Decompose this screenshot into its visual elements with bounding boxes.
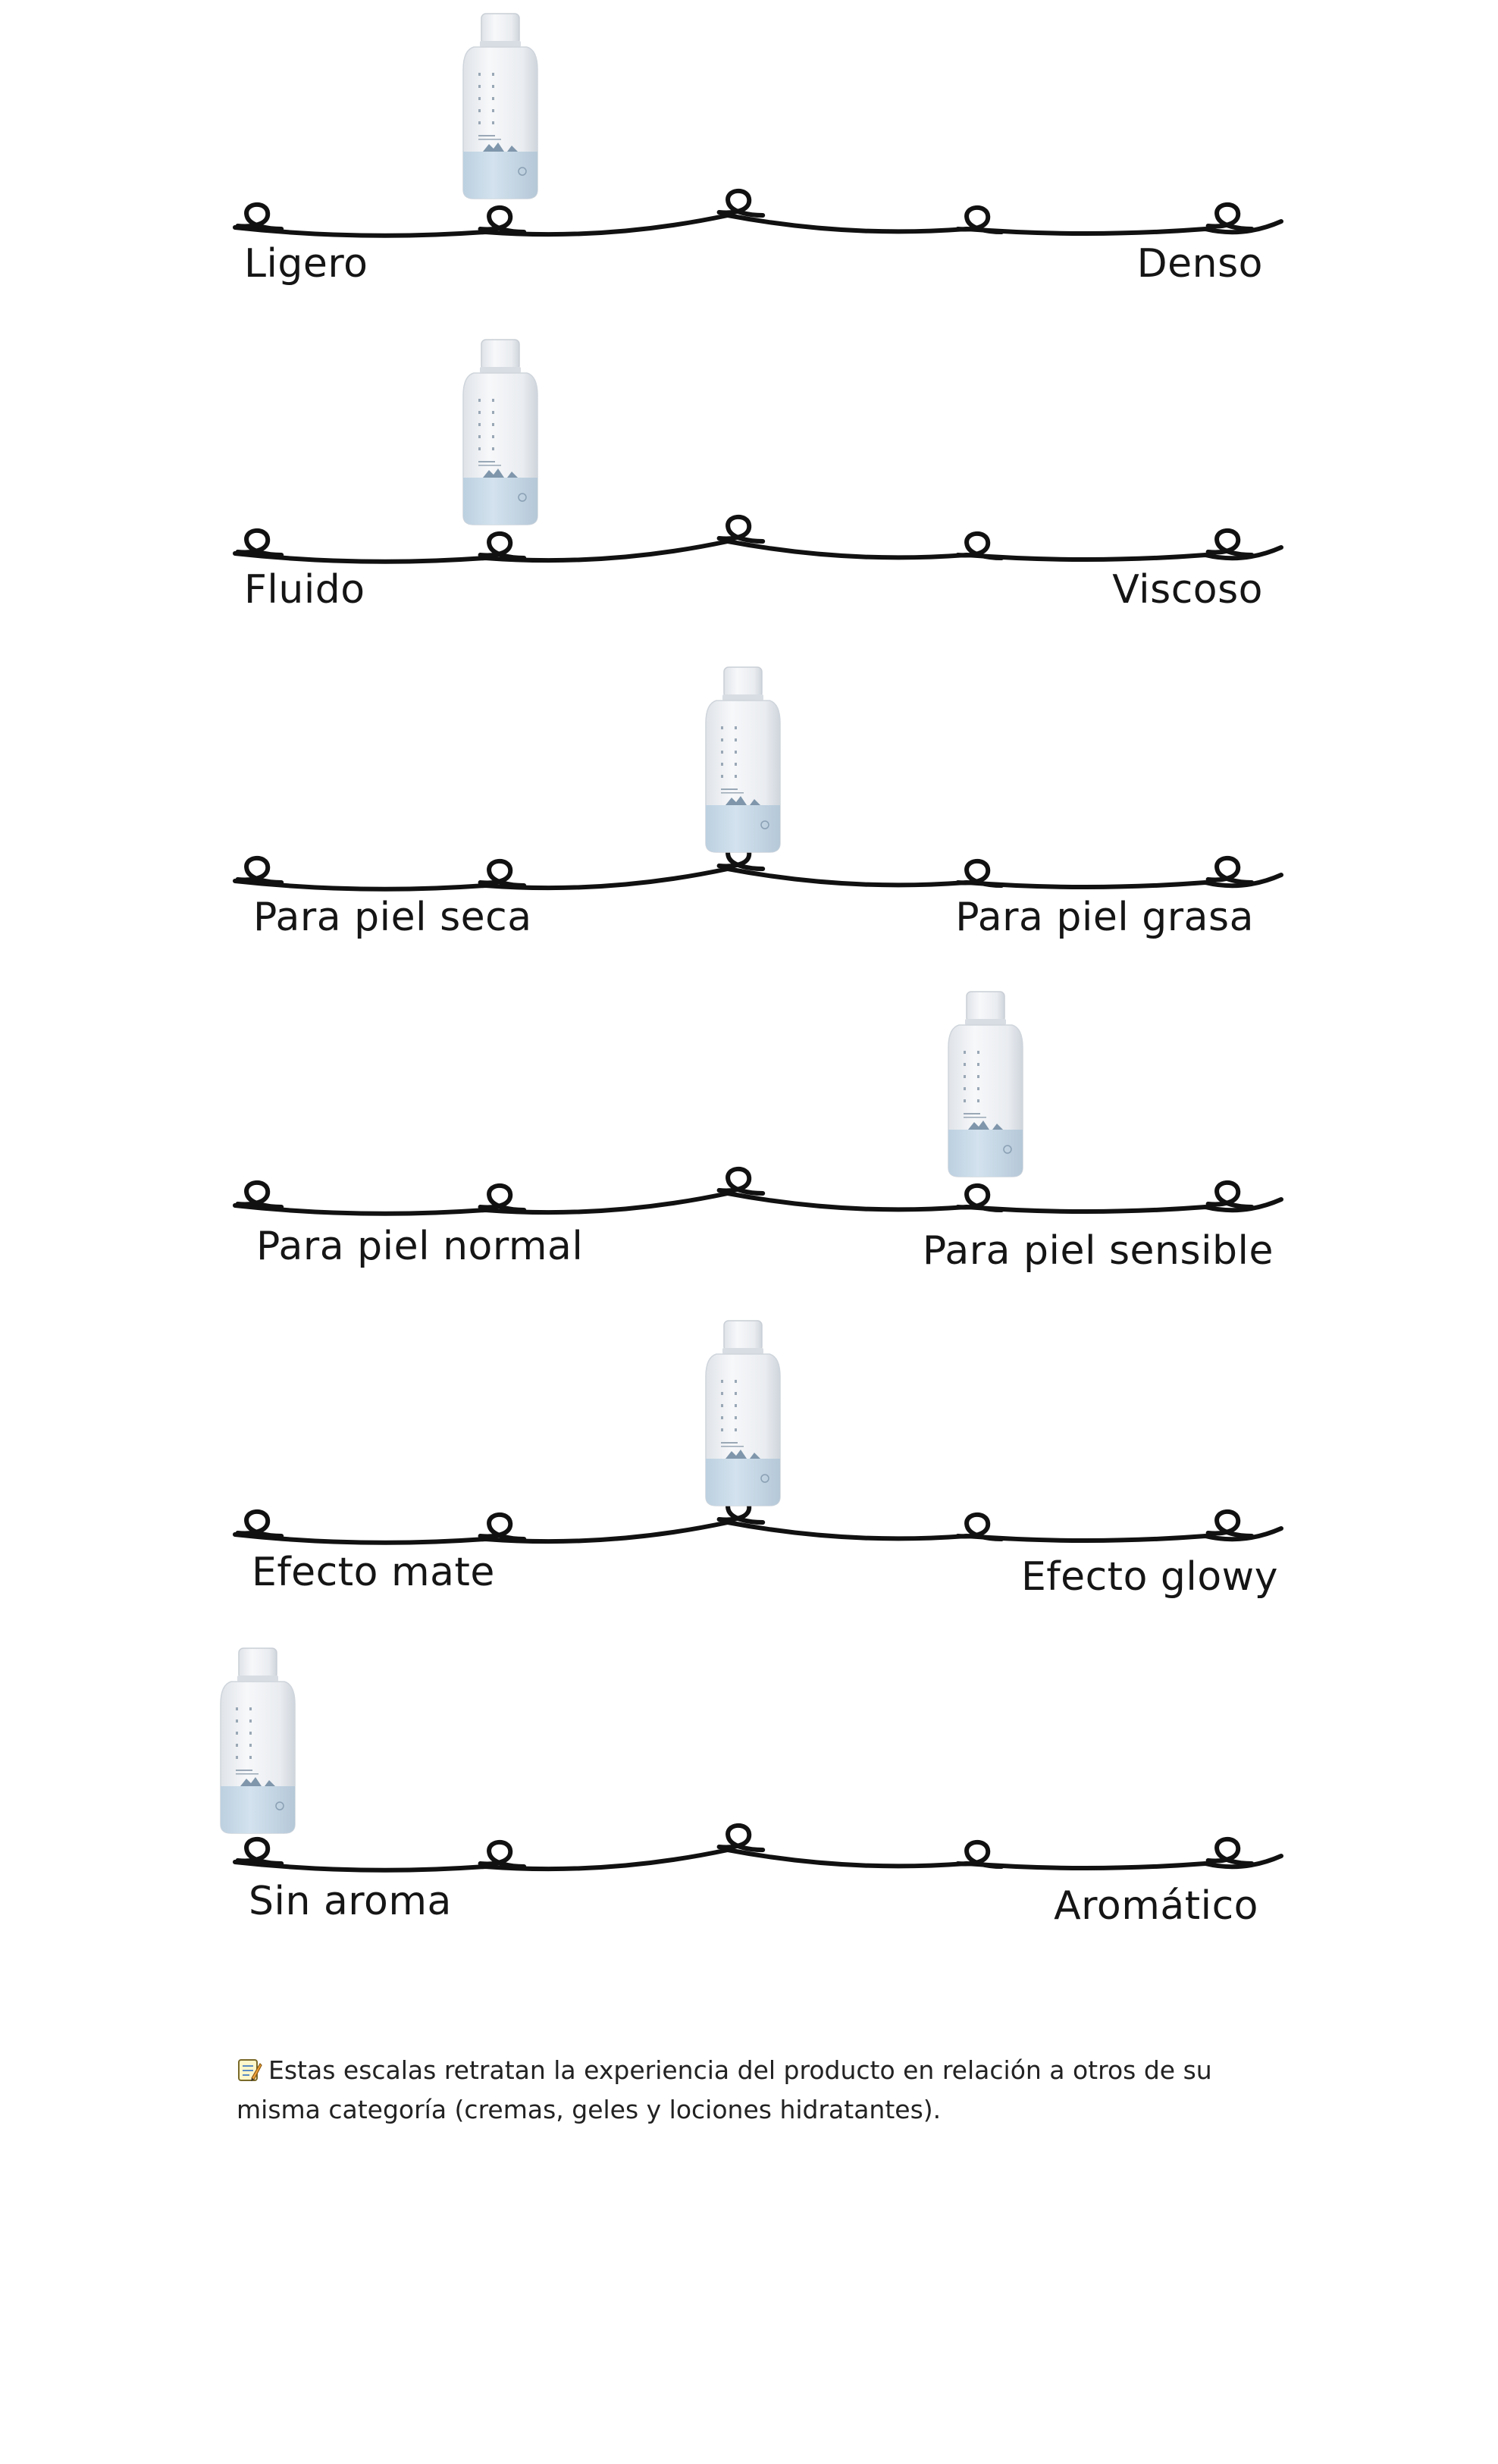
scale-line-curve	[233, 538, 1283, 564]
scale-loop-0	[235, 202, 284, 231]
memo-icon	[238, 2059, 262, 2081]
scale-left-label: Ligero	[244, 241, 368, 287]
note-text: Estas escalas retratan la experiencia de…	[237, 2055, 1212, 2124]
scale-loop-1	[478, 858, 527, 888]
bottle-icon	[220, 1647, 296, 1834]
scale-line-curve	[233, 1190, 1283, 1216]
scale-loop-0	[235, 1836, 284, 1866]
scale-loop-4	[1205, 855, 1255, 885]
bottle-icon	[462, 339, 538, 525]
scale-loop-2	[716, 1823, 766, 1852]
product-bottle-marker	[694, 654, 792, 858]
scales-note: Estas escalas retratan la experiencia de…	[237, 2051, 1298, 2130]
scale-ligero-denso: Ligero Denso	[0, 0, 1498, 318]
scale-loop-0	[235, 1180, 284, 1209]
scale-loop-3	[955, 1512, 1004, 1541]
scale-line-curve	[233, 1847, 1283, 1873]
scale-loop-3	[955, 531, 1004, 560]
scale-piel-normal-sensible: Para piel normal Para piel sensible	[0, 978, 1498, 1296]
product-bottle-marker	[451, 326, 550, 531]
scale-right-label: Denso	[1136, 241, 1263, 287]
product-bottle-marker	[936, 978, 1035, 1183]
scale-fluido-viscoso: Fluido Viscoso	[0, 326, 1498, 644]
wavy-scale-line	[233, 1166, 1283, 1216]
scale-efecto-mate-glowy: Efecto mate Efecto glowy	[0, 1307, 1498, 1625]
scale-left-label: Fluido	[244, 567, 365, 613]
scale-loop-3	[955, 205, 1004, 234]
wavy-scale-line	[233, 188, 1283, 238]
bottle-icon	[462, 13, 538, 199]
scale-loop-2	[716, 188, 766, 218]
wavy-scale-line	[233, 1823, 1283, 1873]
scale-left-label: Efecto mate	[252, 1550, 495, 1595]
scale-loop-1	[478, 1512, 527, 1541]
scale-left-label: Sin aroma	[249, 1879, 452, 1924]
product-bottle-marker	[451, 0, 550, 205]
scale-loop-3	[955, 1183, 1004, 1212]
scale-loop-1	[478, 1183, 527, 1212]
scale-loop-0	[235, 528, 284, 557]
scale-loop-1	[478, 1839, 527, 1869]
scale-loop-1	[478, 205, 527, 234]
scale-loop-2	[716, 514, 766, 544]
wavy-scale-line	[233, 514, 1283, 564]
scale-left-label: Para piel seca	[253, 895, 532, 940]
scale-sin-aroma-aromatico: Sin aroma Aromático	[0, 1635, 1498, 1953]
scale-loop-3	[955, 1839, 1004, 1869]
scale-loop-4	[1205, 1509, 1255, 1538]
scale-loop-4	[1205, 202, 1255, 231]
bottle-icon	[705, 1320, 781, 1506]
scale-loop-4	[1205, 1836, 1255, 1866]
scale-loop-4	[1205, 1180, 1255, 1209]
scale-line-curve	[233, 866, 1283, 892]
scale-line-curve	[233, 1519, 1283, 1545]
bottle-icon	[948, 991, 1023, 1177]
scale-right-label: Aromático	[1054, 1883, 1258, 1929]
scale-right-label: Efecto glowy	[1020, 1554, 1278, 1600]
product-bottle-marker	[694, 1307, 792, 1512]
scale-loop-3	[955, 858, 1004, 888]
scale-loop-0	[235, 1509, 284, 1538]
scale-right-label: Viscoso	[1112, 567, 1263, 613]
scale-line-curve	[233, 212, 1283, 238]
scale-loop-4	[1205, 528, 1255, 557]
scale-piel-seca-grasa: Para piel seca Para piel grasa	[0, 654, 1498, 972]
scale-loop-0	[235, 855, 284, 885]
scale-loop-1	[478, 531, 527, 560]
scale-left-label: Para piel normal	[256, 1224, 584, 1269]
product-bottle-marker	[208, 1635, 307, 1839]
scale-right-label: Para piel grasa	[955, 895, 1254, 940]
bottle-icon	[705, 666, 781, 853]
scale-right-label: Para piel sensible	[922, 1228, 1274, 1274]
wavy-scale-line	[233, 1495, 1283, 1545]
scale-loop-2	[716, 1166, 766, 1196]
